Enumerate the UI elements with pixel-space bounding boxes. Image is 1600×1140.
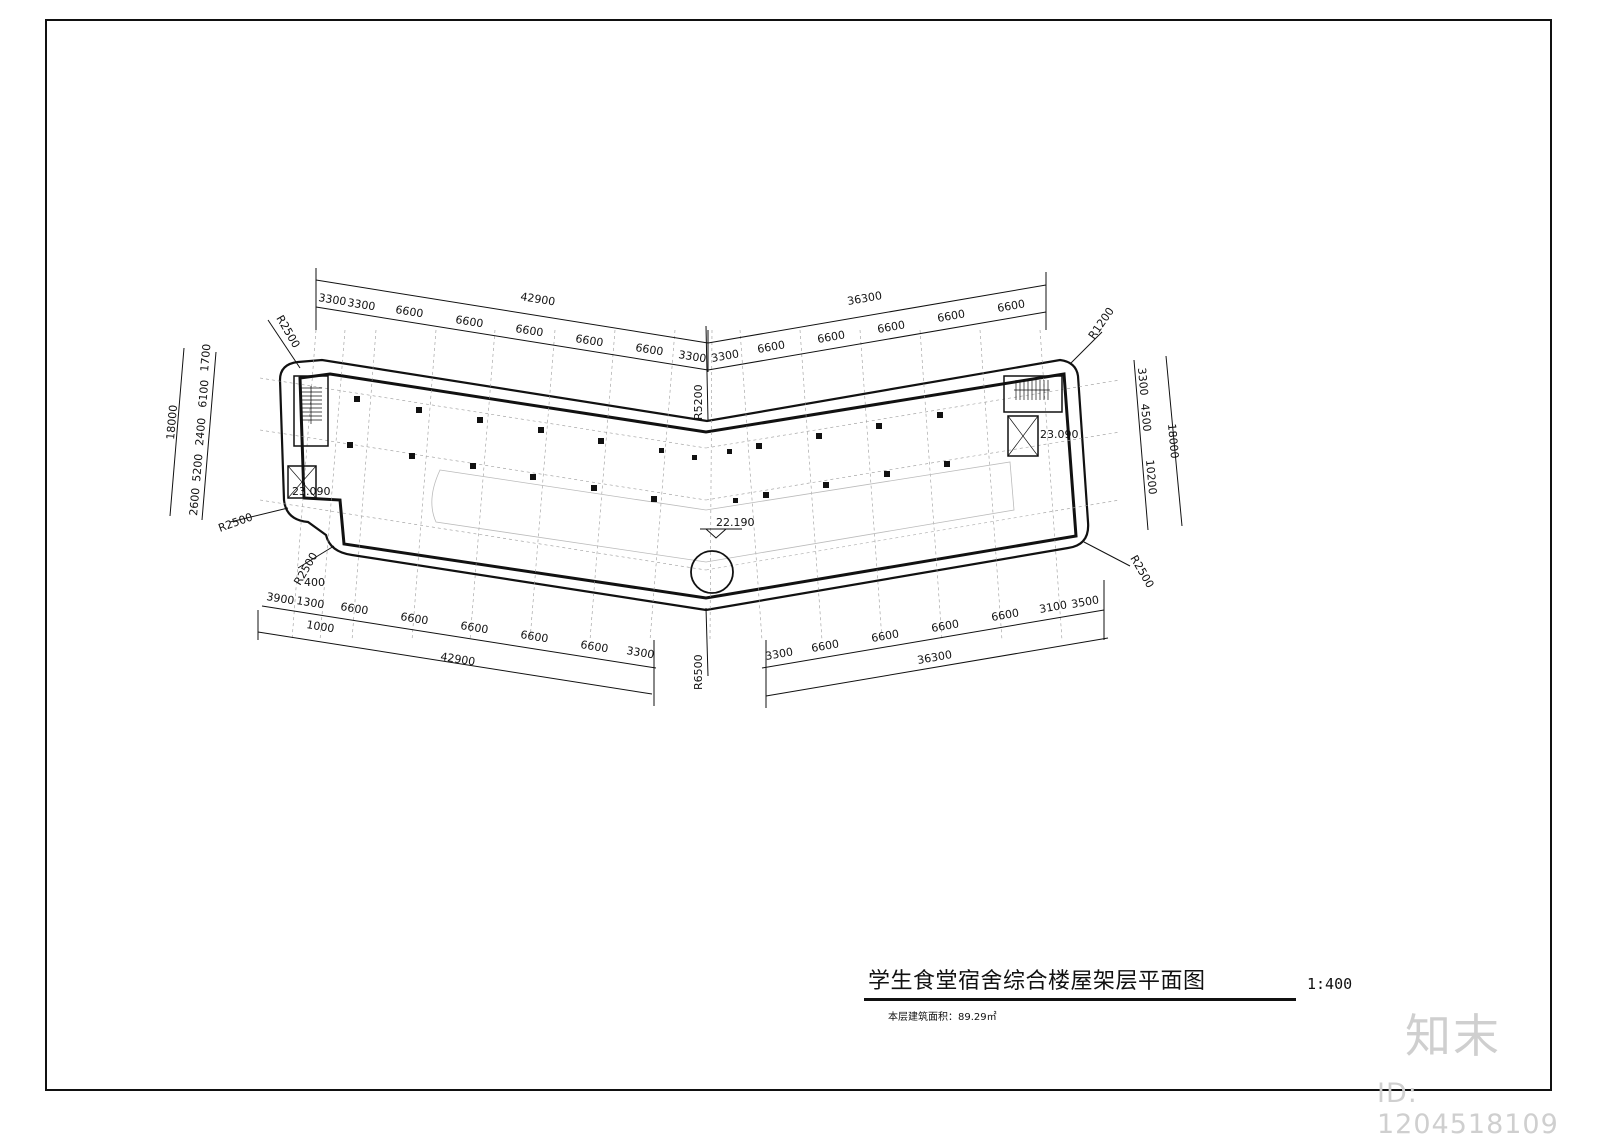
svg-text:6600: 6600 [996,297,1026,315]
svg-text:6600: 6600 [816,328,846,346]
right-stair [1003,375,1063,457]
title-underline [864,998,1296,1001]
svg-text:3300: 3300 [764,645,794,663]
dim-top-right-total: 36300 [846,289,883,308]
sheet-border [45,19,1552,1091]
svg-text:10200: 10200 [1143,459,1159,495]
svg-text:6600: 6600 [870,627,900,645]
svg-text:1300: 1300 [296,594,326,611]
svg-text:6600: 6600 [876,318,906,336]
stair-level-right: 23.090 [1040,428,1079,441]
dim-bottom-right-segments: 3300 6600 6600 6600 6600 3100 3500 [764,593,1100,663]
dim-right [1133,355,1183,531]
watermark-logo: 知末 [1405,1009,1501,1063]
svg-text:6600: 6600 [520,628,550,645]
svg-text:3500: 3500 [1070,593,1100,611]
dim-left-total: 18000 [164,404,180,440]
radius-leaders [229,319,1131,677]
dim-bottom-left-segments: 3900 1300 6600 6600 6600 6600 6600 3300 … [266,576,656,661]
svg-text:6600: 6600 [936,307,966,325]
svg-text:3900: 3900 [266,590,296,607]
dim-left-segments: 1700 6100 2400 5200 2600 [187,343,213,516]
axis-grid [259,329,1121,641]
drawing-title: 学生食堂宿舍综合楼屋架层平面图 [868,969,1206,994]
svg-text:4500: 4500 [1138,403,1153,432]
svg-text:6600: 6600 [635,341,665,358]
svg-text:6600: 6600 [810,637,840,655]
building-outline-outer [278,358,1090,612]
svg-text:6600: 6600 [395,303,425,320]
dim-top-left [315,268,709,372]
dim-bottom-right-total: 36300 [916,648,953,667]
svg-text:R1200: R1200 [1086,305,1117,342]
dim-bottom-left-total: 42900 [440,650,477,668]
dim-bottom-right [761,580,1109,708]
floor-area-note: 本层建筑面积：89.29㎡ [888,1012,997,1023]
svg-text:R5200: R5200 [692,384,705,420]
svg-text:6600: 6600 [756,338,786,356]
left-stair [287,375,329,499]
elevation-marker: 22.190 [700,516,755,539]
svg-text:3100: 3100 [1038,598,1068,616]
svg-text:6600: 6600 [515,322,545,339]
svg-text:2600: 2600 [187,487,202,516]
dim-left [169,347,217,521]
building-outline-inner [298,372,1078,600]
svg-text:R2500: R2500 [1127,553,1156,590]
svg-text:6600: 6600 [580,638,610,655]
dim-top-right-segments: 3300 6600 6600 6600 6600 6600 [710,297,1026,365]
svg-text:3300: 3300 [678,348,708,365]
structural-columns [347,396,950,503]
svg-text:1000: 1000 [306,618,336,635]
svg-text:6600: 6600 [400,610,430,627]
svg-text:3300: 3300 [347,296,377,313]
svg-text:5200: 5200 [190,453,205,482]
dim-right-total: 18000 [1165,423,1181,459]
inner-corridor-outline [431,461,1015,563]
svg-text:6100: 6100 [196,379,211,408]
svg-text:3300: 3300 [710,347,740,365]
svg-text:R2500: R2500 [273,313,302,350]
svg-text:6600: 6600 [460,619,490,636]
dim-bottom-left [257,605,657,706]
round-skylight [690,550,734,594]
svg-text:3300: 3300 [318,291,348,308]
radius-labels: R2500 R2500 R2500 R1200 R2500 R5200 R650… [217,305,1157,690]
dim-top-left-total: 42900 [520,290,557,308]
svg-text:6600: 6600 [990,606,1020,624]
svg-text:3300: 3300 [1135,367,1150,396]
svg-text:6600: 6600 [930,617,960,635]
svg-text:R2500: R2500 [217,510,255,534]
stair-level-left: 23.090 [292,485,331,498]
elevation-label: 22.190 [716,516,755,529]
dim-top-left-segments: 3300 3300 6600 6600 6600 6600 6600 3300 [318,291,708,365]
svg-text:1700: 1700 [198,343,213,372]
dim-top-right [707,272,1047,371]
svg-text:400: 400 [304,576,325,589]
svg-text:3300: 3300 [626,644,656,661]
svg-text:6600: 6600 [340,600,370,617]
svg-text:6600: 6600 [575,332,605,349]
svg-text:R6500: R6500 [692,654,705,690]
drawing-scale: 1:400 [1307,975,1353,993]
dim-right-segments: 3300 4500 10200 [1135,367,1159,495]
svg-text:6600: 6600 [455,313,485,330]
svg-text:2400: 2400 [193,417,208,446]
